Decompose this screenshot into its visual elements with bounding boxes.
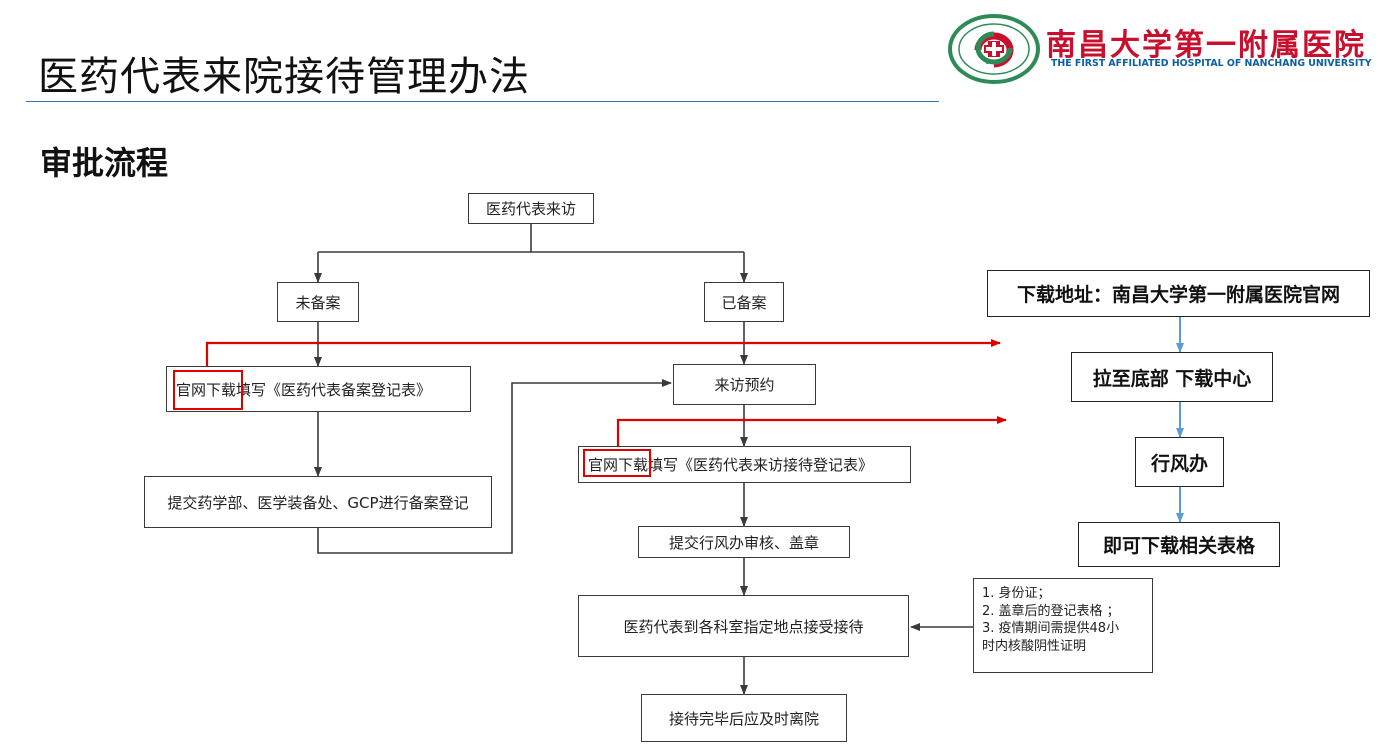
- requirement-item: 时内核酸阴性证明: [982, 638, 1087, 654]
- node-registered: 已备案: [704, 282, 784, 322]
- step-download-address: 下载地址：南昌大学第一附属医院官网: [987, 270, 1370, 317]
- node-submit-review: 提交行风办审核、盖章: [638, 526, 850, 558]
- node-appointment: 来访预约: [673, 364, 816, 405]
- node-leave: 接待完毕后应及时离院: [641, 694, 847, 742]
- node-unregistered-form: 官网下载填写《医药代表备案登记表》: [166, 366, 471, 412]
- logo-name-cn: 南昌大学第一附属医院: [1046, 28, 1366, 63]
- node-reception: 医药代表到各科室指定地点接受接待: [578, 595, 909, 657]
- node-submit-filing: 提交药学部、医学装备处、GCP进行备案登记: [144, 476, 492, 528]
- requirement-item: 3. 疫情期间需提供48小: [982, 621, 1120, 636]
- node-unregistered: 未备案: [277, 282, 359, 322]
- step-scroll-bottom: 拉至底部 下载中心: [1071, 352, 1273, 402]
- section-heading: 审批流程: [40, 144, 169, 182]
- title-divider: [26, 101, 939, 102]
- logo-name-en: THE FIRST AFFILIATED HOSPITAL OF NANCHAN…: [1051, 58, 1372, 69]
- requirement-item: 1. 身份证；: [982, 586, 1051, 601]
- requirements-note: 1. 身份证； 2. 盖章后的登记表格 ； 3. 疫情期间需提供48小 时内核酸…: [973, 578, 1153, 673]
- seal-year: 1939: [985, 59, 1001, 66]
- hospital-seal-icon: [948, 14, 1040, 84]
- requirement-item: 2. 盖章后的登记表格 ；: [982, 603, 1120, 619]
- highlight-box-download: [583, 449, 651, 477]
- highlight-box-download: [173, 370, 243, 410]
- step-office: 行风办: [1135, 437, 1224, 487]
- step-download-forms: 即可下载相关表格: [1078, 522, 1280, 567]
- node-rep-visit: 医药代表来访: [468, 193, 594, 224]
- page-title: 医药代表来院接待管理办法: [38, 54, 530, 100]
